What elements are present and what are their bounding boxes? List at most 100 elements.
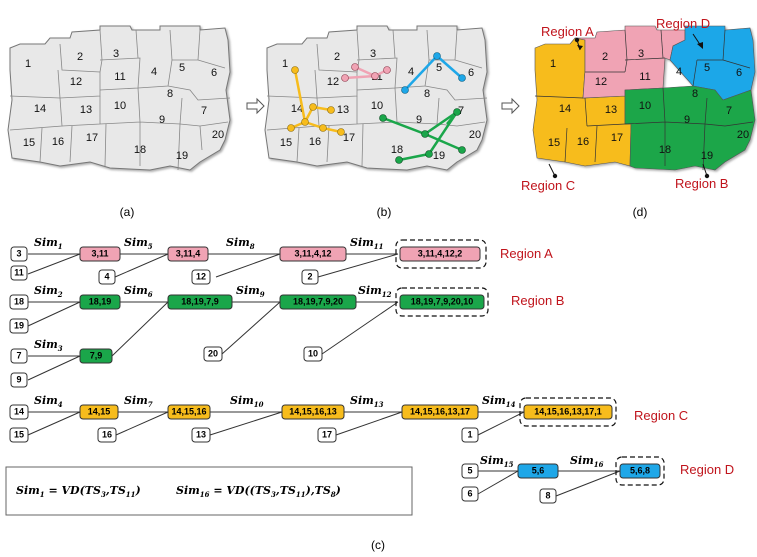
- leaf-node: 7: [10, 348, 28, 364]
- merged-node: 14,15,16,13: [281, 404, 345, 420]
- formula-sim-1: Sim1 = VD(TS3,TS11): [16, 484, 141, 499]
- sim-13-label: Sim13: [350, 394, 384, 409]
- merged-node: 3,11,4,12: [279, 246, 347, 262]
- map-region-number: 19: [701, 150, 713, 162]
- final-region-box: [615, 456, 665, 486]
- map-region-number: 4: [676, 66, 682, 78]
- map-region-number: 3: [370, 48, 376, 60]
- map-a-borders: [9, 29, 231, 171]
- panel-label-b: (b): [377, 205, 392, 219]
- map-region-number: 5: [704, 62, 710, 74]
- map-region-number: 3: [113, 48, 119, 60]
- region-b-label: Region B: [511, 293, 564, 308]
- nodes-green: [379, 108, 466, 164]
- final-merged-node: 14,15,16,13,17,1: [523, 404, 613, 420]
- svg-text:18,19,7,9,20: 18,19,7,9,20: [293, 296, 343, 306]
- leaf-node: 16: [97, 427, 117, 443]
- map-region-number: 14: [291, 103, 303, 115]
- svg-text:3,11: 3,11: [91, 248, 108, 258]
- svg-text:5: 5: [467, 465, 472, 475]
- svg-text:Sim4: Sim4: [34, 394, 63, 409]
- region-b-fill: [624, 85, 756, 171]
- final-merged-node: 18,19,7,9,20,10: [399, 294, 485, 310]
- merged-node: 7,9: [79, 348, 113, 364]
- sim-11-label: Sim11: [350, 236, 384, 251]
- svg-text:3: 3: [16, 248, 21, 258]
- svg-text:Sim8: Sim8: [226, 236, 255, 251]
- map-region-number: 19: [176, 150, 188, 162]
- sim-1-label: Sim1: [34, 236, 63, 251]
- merged-node: 3,11,4: [167, 246, 209, 262]
- svg-text:5,6: 5,6: [532, 465, 545, 475]
- svg-text:13: 13: [196, 429, 206, 439]
- map-region-number: 13: [605, 104, 617, 116]
- merged-node: 3,11: [79, 246, 121, 262]
- svg-text:18,19,7,9: 18,19,7,9: [181, 296, 219, 306]
- region-a-map-label: Region A: [541, 24, 594, 39]
- final-region-box: [395, 287, 489, 317]
- map-region-number: 12: [595, 76, 607, 88]
- panel-label-a: (a): [120, 205, 135, 219]
- merged-node: 14,15,16: [167, 404, 211, 420]
- svg-text:6: 6: [467, 488, 472, 498]
- map-region-number: 20: [469, 129, 481, 141]
- svg-text:18: 18: [14, 296, 24, 306]
- map-region-number: 10: [371, 100, 383, 112]
- map-region-number: 18: [391, 144, 403, 156]
- map-region-number: 10: [114, 100, 126, 112]
- svg-text:14,15: 14,15: [88, 406, 111, 416]
- svg-text:11: 11: [14, 267, 24, 277]
- arrow-b-to-d: [501, 97, 520, 115]
- leaf-node: 15: [9, 427, 29, 443]
- svg-text:17: 17: [322, 429, 332, 439]
- leaf-node: 6: [461, 486, 479, 502]
- map-region-number: 20: [212, 129, 224, 141]
- map-region-number: 20: [737, 129, 749, 141]
- nodes-yellow: [287, 66, 345, 136]
- map-region-number: 1: [25, 58, 31, 70]
- leaf-node: 4: [98, 269, 116, 285]
- svg-text:18,19,7,9,20,10: 18,19,7,9,20,10: [411, 296, 474, 306]
- svg-text:19: 19: [14, 320, 24, 330]
- leaf-node: 17: [317, 427, 337, 443]
- merged-node: 18,19,7,9,20: [279, 294, 357, 310]
- map-region-number: 19: [433, 150, 445, 162]
- map-region-number: 9: [684, 114, 690, 126]
- svg-text:14,15,16: 14,15,16: [171, 406, 206, 416]
- svg-text:Sim14: Sim14: [482, 394, 516, 409]
- nodes-blue: [401, 52, 466, 94]
- map-region-number: 6: [468, 67, 474, 79]
- map-region-number: 14: [559, 103, 571, 115]
- svg-text:Sim6: Sim6: [124, 284, 153, 299]
- map-region-number: 1: [282, 58, 288, 70]
- sim-2-label: Sim2: [34, 284, 63, 299]
- leaf-node: 11: [10, 265, 28, 281]
- svg-text:5,6,8: 5,6,8: [630, 465, 650, 475]
- sim-4-label: Sim4: [34, 394, 63, 409]
- map-region-number: 2: [334, 51, 340, 63]
- map-region-number: 8: [424, 88, 430, 100]
- sim-9-label: Sim9: [236, 284, 265, 299]
- svg-text:20: 20: [208, 348, 218, 358]
- tree-region-a: Sim1 Sim5 Sim8 Sim11 3 11 4 12 2 3,11 3,…: [10, 236, 553, 285]
- merged-node: 5,6: [517, 463, 559, 479]
- map-region-number: 18: [134, 144, 146, 156]
- svg-text:3,11,4,12,2: 3,11,4,12,2: [418, 248, 463, 258]
- map-region-number: 7: [201, 105, 207, 117]
- map-region-number: 16: [577, 136, 589, 148]
- final-region-box: [519, 397, 617, 427]
- map-region-number: 5: [179, 62, 185, 74]
- svg-text:15: 15: [14, 429, 24, 439]
- svg-text:16: 16: [102, 429, 112, 439]
- svg-text:14,15,16,13,17: 14,15,16,13,17: [410, 406, 470, 416]
- leaf-node: 20: [203, 346, 223, 362]
- svg-text:8: 8: [545, 490, 550, 500]
- svg-text:Sim13: Sim13: [350, 394, 384, 409]
- svg-text:10: 10: [308, 348, 318, 358]
- region-b-map-label: Region B: [675, 176, 728, 191]
- region-d-annotation: Region D: [656, 16, 710, 49]
- map-region-number: 4: [151, 66, 157, 78]
- svg-text:Sim15: Sim15: [480, 454, 514, 469]
- panel-label-c: (c): [371, 538, 385, 552]
- merged-node: 18,19,7,9: [167, 294, 233, 310]
